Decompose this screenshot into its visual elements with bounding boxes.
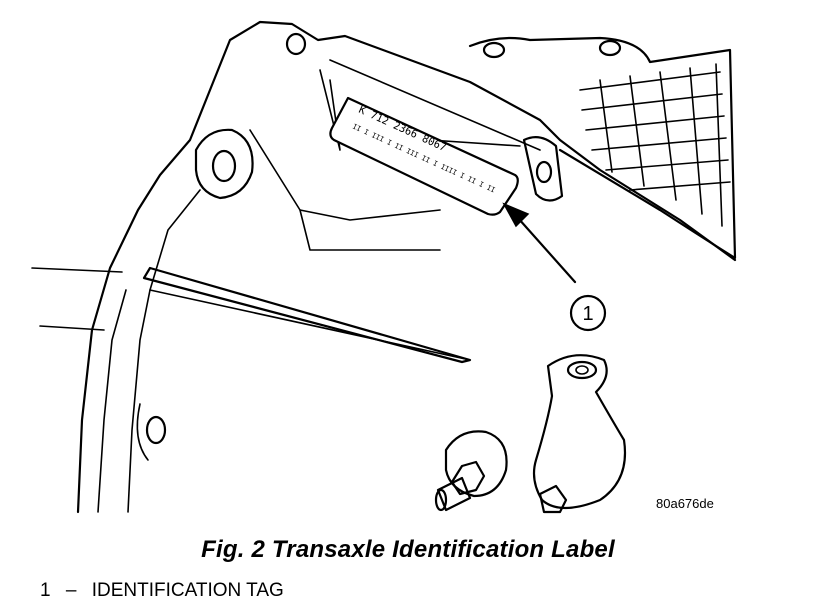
legend: 1 – IDENTIFICATION TAG: [40, 580, 284, 602]
lower-fitting-left: [434, 430, 508, 512]
housing-outline: [76, 20, 737, 514]
gear-case: [468, 36, 737, 260]
housing-rib: [142, 266, 472, 364]
case-bolt-hole-1: [482, 41, 506, 59]
face-line-3: [319, 69, 341, 151]
lower-boss: [136, 403, 149, 461]
upper-bolt-hole: [211, 149, 237, 183]
bracket-hole: [535, 160, 553, 184]
legend-number: 1: [40, 580, 51, 601]
callout-arrow: [502, 202, 577, 284]
figure-reference: 80a676de: [656, 496, 714, 511]
top-ridge: [329, 59, 541, 151]
cooling-grid: [579, 63, 731, 227]
tag-bracket: [522, 135, 564, 202]
lower-bolt-hole: [145, 415, 167, 445]
top-bolt-hole: [285, 32, 307, 56]
legend-separator: –: [65, 580, 77, 601]
identification-tag: K 712 2366 8067 II I III I II III II I I…: [329, 96, 519, 216]
callout-circle: [569, 294, 607, 332]
figure-caption: Fig. 2 Transaxle Identification Label: [201, 536, 615, 563]
reference-line-lower: [39, 325, 105, 331]
housing-inner-edge: [127, 189, 201, 513]
face-line-1: [249, 129, 441, 221]
rib-underside: [149, 289, 471, 361]
legend-label: IDENTIFICATION TAG: [91, 580, 284, 601]
face-line-2: [299, 209, 441, 251]
tag-leader-left: [429, 139, 521, 147]
lower-fitting-right: [532, 354, 626, 514]
housing-flange-edge: [97, 289, 127, 513]
case-bolt-hole-2: [598, 39, 622, 57]
upper-ear: [194, 128, 254, 200]
callout-number: 1: [582, 303, 593, 325]
reference-line-upper: [31, 267, 123, 273]
transaxle-illustration: K 712 2366 8067 II I III I II III II I I…: [31, 20, 737, 514]
